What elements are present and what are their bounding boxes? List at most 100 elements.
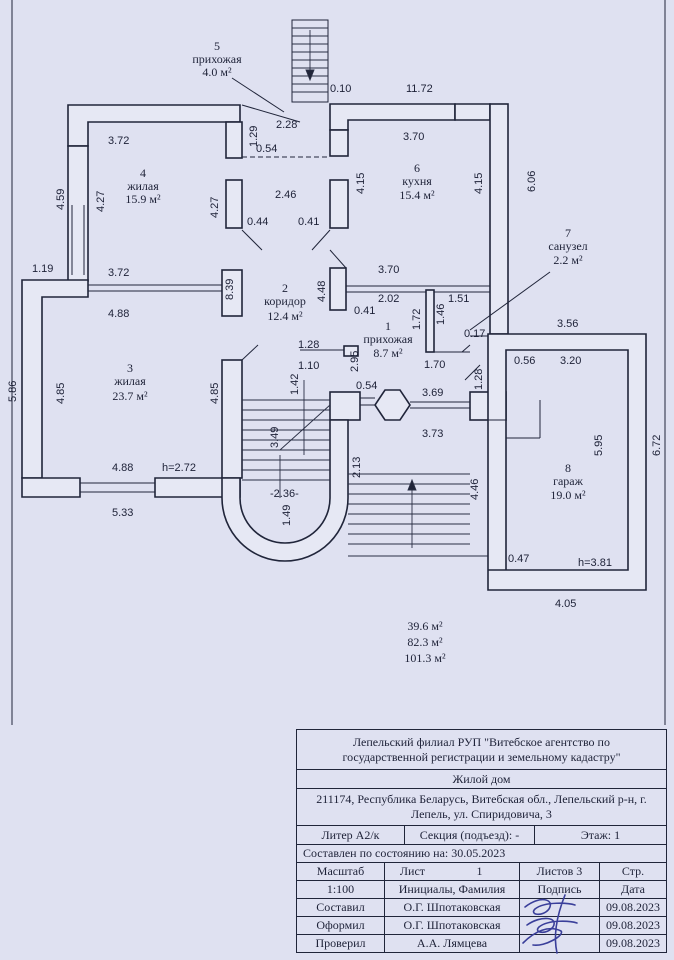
org-name: Лепельский филиал РУП "Витебское агентст… <box>342 734 621 764</box>
room-6-name: кухня <box>402 174 432 188</box>
interior-walls <box>88 121 490 479</box>
dim-label: 1.28 <box>473 369 485 390</box>
litera: Литер А2/к <box>297 826 405 844</box>
leader-lines <box>231 77 551 331</box>
sign-row: Проверил А.А. Лямцева 09.08.2023 <box>297 935 666 952</box>
sign-name: О.Г. Шпотаковская <box>385 917 520 934</box>
dim-label: 1.70 <box>424 359 445 371</box>
room-7-area: 2.2 м² <box>553 253 583 267</box>
sign-name: А.А. Лямцева <box>385 935 520 952</box>
dim-label: 3.72 <box>108 267 129 279</box>
dim-label: 5.86 <box>7 381 19 402</box>
dim-label: 3.69 <box>422 387 443 399</box>
sign-row: Составил О.Г. Шпотаковская 09.08.2023 <box>297 899 666 917</box>
dim-label: -2.36- <box>270 488 299 500</box>
room-3-number: 3 <box>127 361 133 375</box>
sign-row: Оформил О.Г. Шпотаковская 09.08.2023 <box>297 917 666 935</box>
room-2-number: 2 <box>282 281 288 295</box>
dim-label: 4.05 <box>555 598 576 610</box>
room-5-number: 5 <box>214 39 220 53</box>
dim-label: 1.10 <box>298 360 319 372</box>
room-5-area: 4.0 м² <box>202 65 232 79</box>
subheader-signature: Подпись <box>520 881 600 898</box>
dim-label: 2.02 <box>378 293 399 305</box>
dimension-labels: 0.10 11.72 2.28 0.54 3.72 3.70 2.46 0.44… <box>7 83 663 610</box>
dim-label: 3.73 <box>422 428 443 440</box>
floor: Этаж: 1 <box>580 827 621 842</box>
total-line: 39.6 м² <box>407 619 443 633</box>
dim-label: 0.56 <box>514 355 535 367</box>
dim-label: 4.88 <box>108 308 129 320</box>
address: 211174, Республика Беларусь, Витебская о… <box>316 792 647 821</box>
dim-label: 2.46 <box>275 189 296 201</box>
dim-label: 4.27 <box>95 191 107 212</box>
object-name: Жилой дом <box>452 771 511 786</box>
room-8-name: гараж <box>553 474 584 488</box>
handwritten-signature <box>522 894 578 954</box>
dim-label: 5.95 <box>593 435 605 456</box>
room-3-name: жилая <box>113 374 146 388</box>
room-4-area: 15.9 м² <box>125 192 161 206</box>
dim-label: 11.72 <box>406 83 433 95</box>
garage-walls <box>487 333 647 591</box>
title-header-row: Масштаб Лист 1 Листов 3 Стр. <box>297 863 666 881</box>
total-line: 101.3 м² <box>404 651 446 665</box>
sign-signature <box>520 917 600 934</box>
sign-date: 09.08.2023 <box>606 918 660 932</box>
room-6-area: 15.4 м² <box>399 188 435 202</box>
room-5-name: прихожая <box>192 52 242 66</box>
dim-label: 3.70 <box>403 131 424 143</box>
room-4-number: 4 <box>140 166 146 180</box>
dim-label: h=2.72 <box>162 462 196 474</box>
room-3-area: 23.7 м² <box>112 389 148 403</box>
dim-label: 0.44 <box>247 216 268 228</box>
title-block: Лепельский филиал РУП "Витебское агентст… <box>296 729 667 953</box>
room-8-area: 19.0 м² <box>550 488 586 502</box>
dim-label: 0.54 <box>356 380 377 392</box>
dim-label: 4.59 <box>55 189 67 210</box>
dim-label: 0.17 <box>464 328 485 340</box>
dim-label: 1.28 <box>298 339 319 351</box>
dim-label: 8.39 <box>224 279 236 300</box>
sign-role: Проверил <box>297 935 385 952</box>
scale-value: 1:100 <box>297 881 385 898</box>
room-2-area: 12.4 м² <box>267 309 303 323</box>
dim-label: 4.48 <box>316 281 328 302</box>
sign-date: 09.08.2023 <box>606 936 660 950</box>
dim-label: 1.51 <box>448 293 469 305</box>
dim-label: 1.29 <box>248 126 260 147</box>
dim-label: 1.19 <box>32 263 53 275</box>
dim-label: 0.41 <box>354 305 375 317</box>
room-1-name: прихожая <box>363 332 413 346</box>
dim-label: 3.20 <box>560 355 581 367</box>
room-1-area: 8.7 м² <box>373 346 403 360</box>
dim-label: 4.15 <box>473 173 485 194</box>
sign-signature <box>520 935 600 952</box>
dim-label: 3.56 <box>557 318 578 330</box>
room-7-name: санузел <box>548 239 587 253</box>
dim-label: 4.88 <box>112 462 133 474</box>
dim-label: 4.85 <box>209 383 221 404</box>
dim-label: 3.70 <box>378 264 399 276</box>
header-sheet: Лист <box>399 864 426 878</box>
dim-label: 6.06 <box>526 171 538 192</box>
dim-label: 4.85 <box>55 383 67 404</box>
dim-label: 4.15 <box>355 173 367 194</box>
title-org-row: Лепельский филиал РУП "Витебское агентст… <box>297 730 666 770</box>
section: Секция (подъезд): - <box>405 826 535 844</box>
header-page: Стр. <box>621 864 645 878</box>
dim-label: 3.72 <box>108 135 129 147</box>
room-8-number: 8 <box>565 461 571 475</box>
dim-label: 4.27 <box>209 197 221 218</box>
floor-plan: 5 прихожая 4.0 м² 4 жилая 15.9 м² 6 кухн… <box>7 0 666 725</box>
header-sheet-num: 1 <box>440 863 520 880</box>
dim-label: 2.28 <box>276 119 297 131</box>
subheader-date: Дата <box>621 882 645 896</box>
dim-label: 2.95 <box>349 351 361 372</box>
exterior-walls <box>21 103 509 498</box>
dim-label: 0.47 <box>508 553 529 565</box>
sign-date: 09.08.2023 <box>606 900 660 914</box>
dim-label: h=3.81 <box>578 557 612 569</box>
area-totals: 39.6 м² 82.3 м² 101.3 м² <box>360 618 490 666</box>
room-4-name: жилая <box>126 179 159 193</box>
